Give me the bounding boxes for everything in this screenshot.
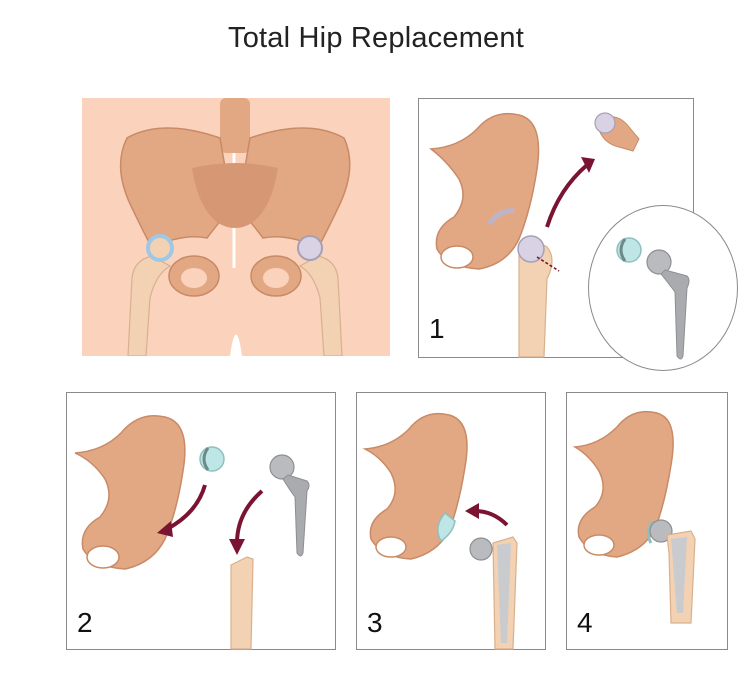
femoral-stem	[282, 474, 310, 557]
hip-bone	[572, 410, 674, 558]
page-title: Total Hip Replacement	[228, 22, 524, 54]
femoral-ball-icon	[646, 249, 672, 275]
left-femur	[127, 255, 172, 356]
pelvis-overview-illustration	[82, 98, 390, 356]
installed-cup	[437, 511, 456, 543]
pelvis-left-wing	[119, 127, 233, 249]
stem-insertion-arrow	[235, 489, 264, 544]
removal-arrow	[545, 163, 589, 228]
right-femur	[298, 255, 343, 356]
prepared-femur	[230, 556, 254, 650]
step-4-number: 4	[577, 607, 593, 638]
pelvis-right-wing	[237, 127, 351, 249]
femoral-ball	[469, 537, 493, 561]
femoral-ball	[269, 454, 295, 480]
damaged-femoral-head	[517, 235, 545, 263]
spine	[220, 98, 250, 153]
step-4-panel: 4	[566, 392, 728, 650]
step-2-panel: 2	[66, 392, 336, 650]
step-1-number: 1	[429, 313, 445, 344]
hip-bone	[362, 412, 468, 560]
reduction-arrow	[474, 509, 509, 527]
cup-insertion-arrow	[166, 484, 207, 531]
step-3-number: 3	[367, 607, 383, 638]
hip-bone	[74, 415, 186, 570]
step-2-number: 2	[77, 607, 93, 638]
sacrum	[192, 163, 278, 228]
left-femoral-head	[146, 234, 174, 262]
step-3-panel: 3	[356, 392, 546, 650]
femoral-stem-icon	[660, 269, 690, 360]
implant-components-inset	[588, 205, 738, 371]
right-femoral-head-damaged	[297, 235, 323, 261]
hip-bone	[428, 112, 540, 270]
installed-femoral-ball	[649, 519, 673, 543]
